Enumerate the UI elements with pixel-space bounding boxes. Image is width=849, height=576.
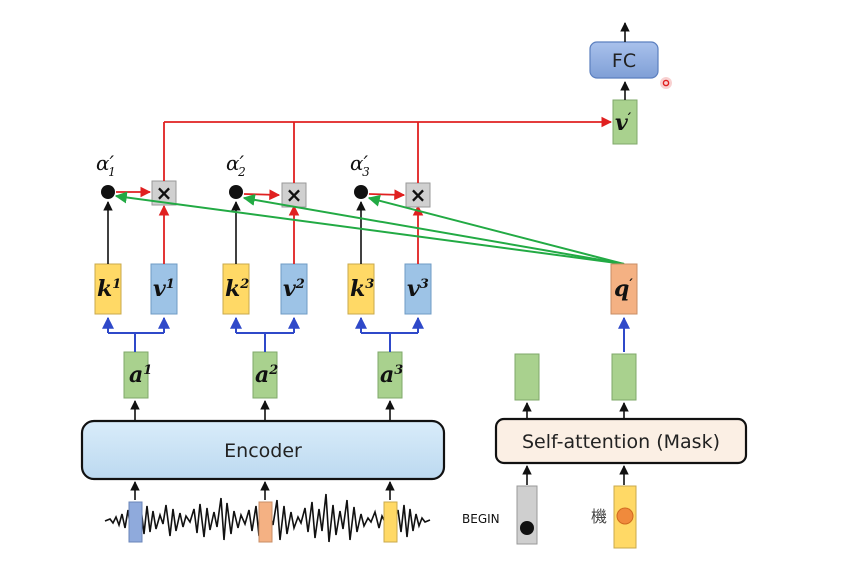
svg-text:v2: v2 xyxy=(283,276,305,302)
svg-text:q′: q′ xyxy=(614,276,633,302)
fc-box xyxy=(589,41,659,79)
svg-text:v3: v3 xyxy=(407,276,429,302)
decoder-output-2 xyxy=(611,353,637,401)
multiply-node-1: × xyxy=(151,180,177,206)
masked-self-attention-box xyxy=(494,417,748,465)
fc-label: FC xyxy=(612,50,636,72)
audio-frame-3 xyxy=(383,501,398,543)
attention-score-dot-2 xyxy=(229,185,243,199)
multiply-node-2: × xyxy=(281,182,307,208)
attention-score-dot-3 xyxy=(354,185,368,199)
encoder-label: Encoder xyxy=(224,440,302,462)
svg-text:×: × xyxy=(410,183,427,207)
svg-text:×: × xyxy=(156,181,173,205)
machine-char-label: 機 xyxy=(591,507,607,526)
begin-token xyxy=(516,485,538,545)
svg-text:k2: k2 xyxy=(225,276,249,302)
svg-text:×: × xyxy=(286,183,303,207)
attention-score-dot-1 xyxy=(101,185,115,199)
begin-label: BEGIN xyxy=(462,512,500,526)
svg-text:v1: v1 xyxy=(153,276,175,302)
cursor-marker xyxy=(660,77,672,89)
alpha-label-2: α′2 xyxy=(226,151,246,179)
key-k3: k3 xyxy=(347,263,375,315)
query-to-score-lines xyxy=(114,191,625,265)
value-v1: v1 xyxy=(150,263,178,315)
cursor-dot xyxy=(662,79,670,87)
blue-fork-1 xyxy=(102,316,170,352)
svg-text:k1: k1 xyxy=(97,276,121,302)
key-k2: k2 xyxy=(222,263,250,315)
multiply-node-3: × xyxy=(405,182,431,208)
svg-text:a1: a1 xyxy=(129,362,152,388)
audio-frame-1 xyxy=(128,501,143,543)
machine-token xyxy=(613,485,637,549)
alpha-label-1: α′1 xyxy=(96,151,116,179)
weighted-sum-lines xyxy=(163,116,613,183)
value-v2: v2 xyxy=(280,263,308,315)
encoder-output-a1: a1 xyxy=(123,351,152,399)
encoder-box xyxy=(80,419,446,481)
value-v3: v3 xyxy=(404,263,432,315)
key-k1: k1 xyxy=(94,263,122,315)
blue-fork-2 xyxy=(230,316,300,352)
svg-text:k3: k3 xyxy=(350,276,374,302)
decoder-label: Self-attention (Mask) xyxy=(522,431,720,453)
decoder-output-1 xyxy=(514,353,540,401)
encoder-output-a2: a2 xyxy=(252,351,278,399)
svg-text:v′: v′ xyxy=(615,110,632,136)
alpha-label-3: α′3 xyxy=(350,151,370,179)
svg-text:a2: a2 xyxy=(255,362,278,388)
svg-text:a3: a3 xyxy=(380,362,403,388)
encoder-output-a3: a3 xyxy=(377,351,403,399)
audio-frame-2 xyxy=(258,501,273,543)
blue-fork-3 xyxy=(355,316,424,352)
query-q-prime: q′ xyxy=(610,263,638,315)
context-vector-v-prime: v′ xyxy=(612,99,638,145)
